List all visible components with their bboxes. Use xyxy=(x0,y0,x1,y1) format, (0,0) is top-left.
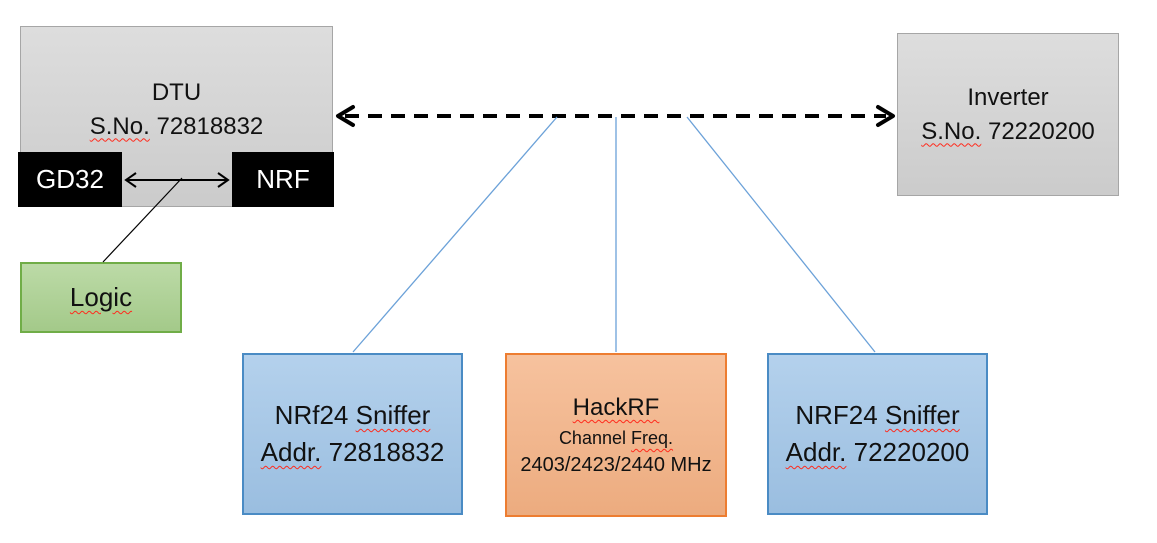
inverter-title: Inverter xyxy=(967,83,1049,111)
gd32-label: GD32 xyxy=(36,163,104,194)
hackrf-title: HackRF xyxy=(572,394,660,421)
sniffer-right-addr-number: 72220200 xyxy=(853,437,970,467)
hackrf-channel-label: Channel xyxy=(558,428,626,448)
dtu-serial: S.No.72818832 xyxy=(90,110,264,144)
dtu-serial-number: 72818832 xyxy=(156,112,264,140)
gd32-chip-box: GD32 xyxy=(18,152,122,207)
nrf-chip-box: NRF xyxy=(232,152,334,207)
sniffer-left-tap-line xyxy=(352,116,558,353)
inverter-serial: S.No.72220200 xyxy=(921,115,1095,149)
logic-label: Logic xyxy=(69,281,133,312)
dtu-title: DTU xyxy=(151,78,202,106)
dtu-text: DTU S.No.72818832 xyxy=(90,76,264,144)
hackrf-frequencies: 2403/2423/2440 MHz xyxy=(520,454,712,476)
dashed-link-left-arrowhead-icon xyxy=(336,105,355,127)
dashed-link-right-arrowhead-icon xyxy=(876,105,895,127)
sniffer-left-line2: Addr.72818832 xyxy=(261,434,445,471)
inverter-box: Inverter S.No.72220200 xyxy=(897,33,1119,196)
sniffer-right-word: Sniffer xyxy=(884,400,960,430)
sniffer-left-model: NRf24 xyxy=(274,400,349,430)
sniffer-right-line2: Addr.72220200 xyxy=(786,434,970,471)
inverter-serial-number: 72220200 xyxy=(987,117,1095,145)
sniffer-left-addr-number: 72818832 xyxy=(328,437,445,467)
nrf-label: NRF xyxy=(256,163,310,194)
logic-box: Logic xyxy=(20,262,182,333)
sniffer-left-word: Sniffer xyxy=(355,400,431,430)
sniffer-right-tap-line xyxy=(686,116,876,353)
dtu-box: DTU S.No.72818832 xyxy=(20,26,333,207)
hackrf-freq-label: Freq. xyxy=(631,428,674,448)
inverter-serial-label: S.No. xyxy=(921,117,982,145)
sniffer-left-addr-label: Addr. xyxy=(260,437,322,467)
sniffer-right-model: NRF24 xyxy=(795,400,878,430)
dtu-serial-label: S.No. xyxy=(89,112,150,140)
sniffer-right-addr-label: Addr. xyxy=(785,437,847,467)
